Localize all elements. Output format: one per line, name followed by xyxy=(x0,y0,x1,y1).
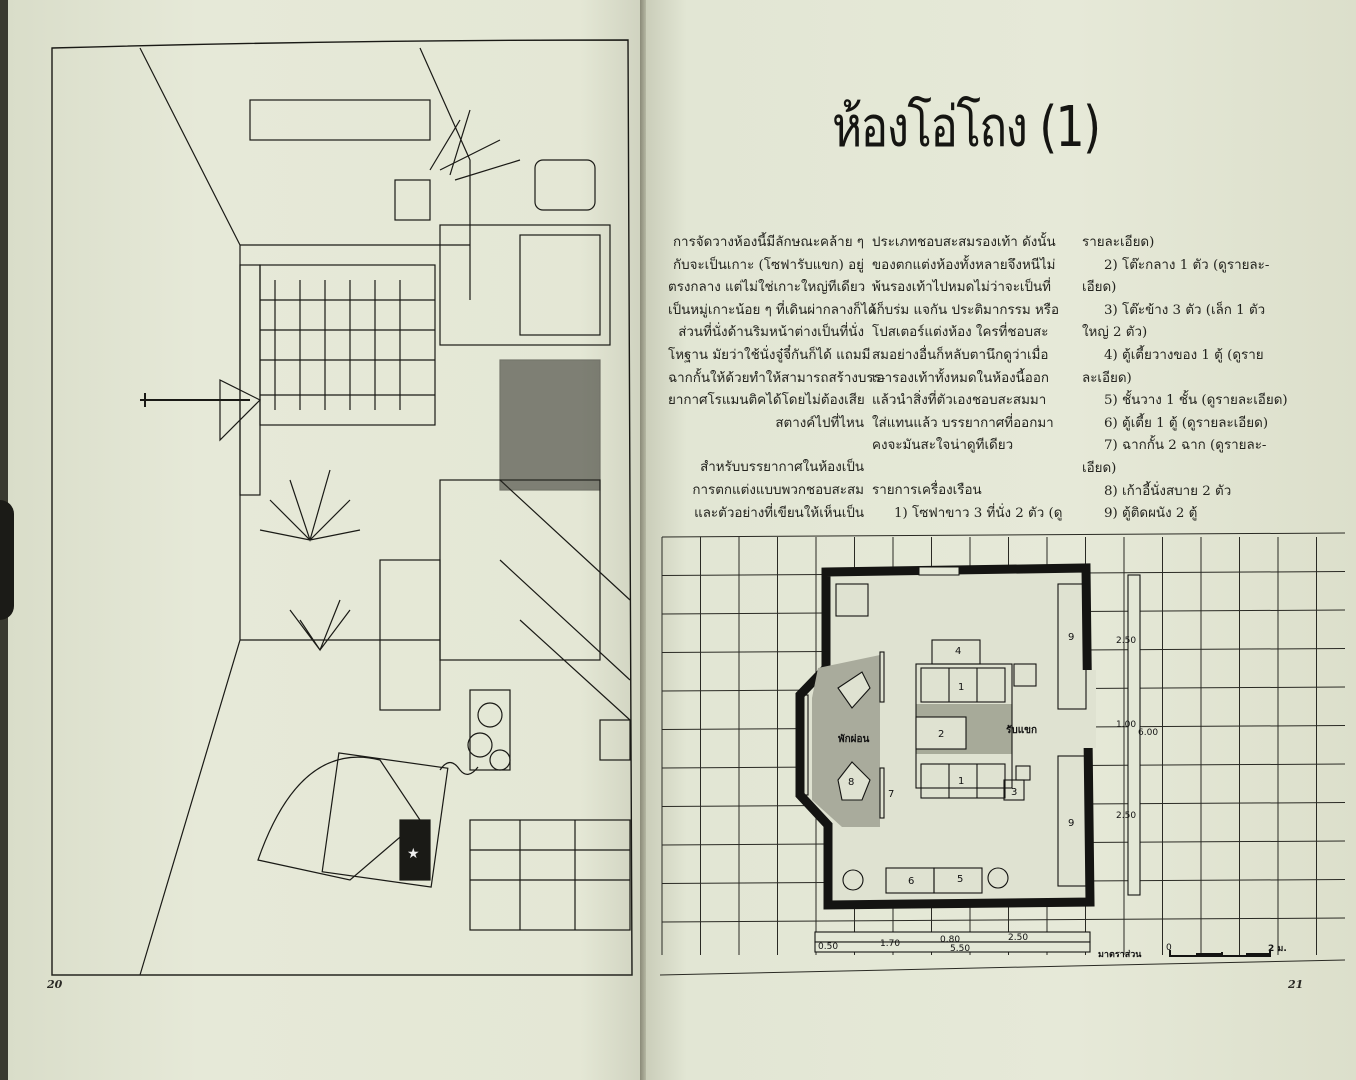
plant-sketch-2 xyxy=(259,469,361,543)
wall-line xyxy=(139,47,241,976)
text-line: และตัวอย่างที่เขียนให้เห็นเป็น xyxy=(694,505,864,521)
text-column-2: ประเภทชอบสะสมรองเท้า ดังนั้นของตกแต่งห้อ… xyxy=(872,232,1068,525)
book-gutter xyxy=(640,0,646,1080)
plant-sketch xyxy=(429,109,521,181)
text-line: เก็บร่ม แจกัน ประติมากรรม หรือ xyxy=(872,302,1060,318)
text-line: ประเภทชอบสะสมรองเท้า ดังนั้น xyxy=(872,235,1056,250)
text-line: กับจะเป็นเกาะ (โซฟารับแขก) อยู่ xyxy=(673,257,864,273)
text-line: รายละเอียด) xyxy=(1082,235,1155,250)
text-line: 6) ตู้เตี้ย 1 ตู้ (ดูรายละเอียด) xyxy=(1104,415,1269,431)
page-number-left: 20 xyxy=(47,978,63,991)
shelf-sketch xyxy=(439,479,601,661)
text-column-3: รายละเอียด) 2) โต๊ะกลาง 1 ตัว (ดูรายละ- เอ… xyxy=(1082,232,1292,526)
text-line: 8) เก้าอี้นั่งสบาย 2 ตัว xyxy=(1104,483,1232,499)
text-line: 9) ตู้ติดผนัง 2 ตู้ xyxy=(1104,506,1198,522)
text-line: การตกแต่งแบบพวกชอบสะสม xyxy=(692,482,864,498)
text-line: คงจะมันสะใจน่าดูทีเดียว xyxy=(872,438,1014,454)
text-line: 4) ตู้เตี้ยวางของ 1 ตู้ (ดูราย xyxy=(1104,347,1264,363)
text-line: ตรงกลาง แต่ไม่ใช่เกาะใหญ่ทีเดียว xyxy=(668,280,866,296)
text-line: เอียด) xyxy=(1082,460,1117,476)
flowers-sketch xyxy=(469,689,511,771)
text-line: ใหญ่ 2 ตัว) xyxy=(1082,325,1148,341)
text-line: เอียด) xyxy=(1082,280,1117,296)
illustration-frame xyxy=(51,39,633,976)
page-title: ห้องโอ่โถง (1) xyxy=(832,95,1101,160)
text-line: 1) โซฟาขาว 3 ที่นั่ง 2 ตัว (ดู xyxy=(894,505,1063,521)
left-page xyxy=(8,0,644,1080)
cabinet-sketch xyxy=(469,819,631,931)
text-line: ยากาศโรแมนติคได้โดยไม่ต้องเสีย xyxy=(668,393,865,409)
book-edge xyxy=(0,500,14,620)
ceiling-fan xyxy=(140,393,250,407)
text-line: เอารองเท้าทั้งหมดในห้องนี้ออก xyxy=(872,370,1049,386)
page-number-right: 21 xyxy=(1288,978,1304,991)
sneaker-poster xyxy=(257,756,421,881)
text-line: 2) โต๊ะกลาง 1 ตัว (ดูรายละ- xyxy=(1104,257,1270,273)
text-line: แล้วนำสิ่งที่ตัวเองชอบสะสมมา xyxy=(872,393,1047,409)
text-line: สำหรับบรรยากาศในห้องเป็น xyxy=(700,460,864,476)
text-column-1: การจัดวางห้องนี้มีลักษณะคล้าย ๆกับจะเป็น… xyxy=(668,232,886,525)
svg-text:★: ★ xyxy=(407,846,420,862)
text-line: การจัดวางห้องนี้มีลักษณะคล้าย ๆ xyxy=(672,235,864,250)
text-line: ส่วนที่นั่งด้านริมหน้าต่างเป็นที่นั่ง xyxy=(678,325,864,341)
text-line: ละเอียด) xyxy=(1082,370,1132,386)
text-line: พ้นรองเท้าไปหมดไม่ว่าจะเป็นที่ xyxy=(872,280,1051,296)
text-line: สตางค์ไปที่ไหน xyxy=(775,415,864,431)
illustration-sketch: ★ xyxy=(51,39,633,976)
text-line: 7) ฉากกั้น 2 ฉาก (ดูรายละ- xyxy=(1104,438,1267,454)
text-line: 5) ชั้นวาง 1 ชั้น (ดูรายละเอียด) xyxy=(1104,393,1288,409)
sofa-sketch xyxy=(439,224,611,346)
text-line: 3) โต๊ะข้าง 3 ตัว (เล็ก 1 ตัว xyxy=(1104,302,1266,318)
text-line: โหฐาน มัยว่าใช้นั่งจู๋จี๋กันก็ได้ แถมมี xyxy=(668,347,871,363)
signature xyxy=(439,761,479,775)
text-line: เป็นหมู่เกาะน้อย ๆ ที่เดินผ่ากลางก็ได้ xyxy=(668,302,877,318)
text-line xyxy=(872,458,1068,480)
text-line: รายการเครื่องเรือน xyxy=(872,482,982,498)
window-skylight xyxy=(249,99,431,141)
text-line: ฉากกั้นให้ด้วยทำให้สามารถสร้างบรร- xyxy=(668,370,886,386)
text-line: ของตกแต่งห้องทั้งหลายจึงหนีไม่ xyxy=(872,257,1056,273)
text-line xyxy=(668,435,864,457)
window-frame xyxy=(259,264,436,426)
text-line: สมอย่างอื่นก็หลับตานึกดูว่าเมื่อ xyxy=(872,347,1049,363)
text-line: ใส่แทนแล้ว บรรยากาศที่ออกมา xyxy=(872,415,1054,431)
text-line: โปสเตอร์แต่งห้อง ใครที่ชอบสะ xyxy=(872,325,1049,341)
